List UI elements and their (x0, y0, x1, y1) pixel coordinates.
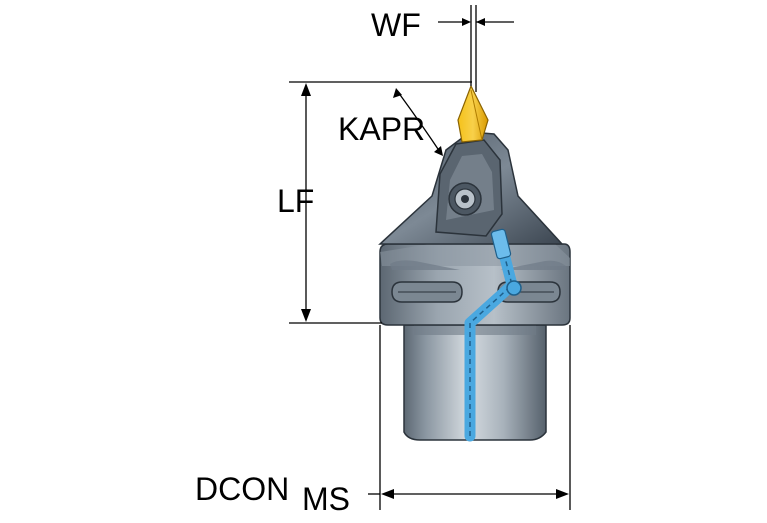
coolant-channel-icon (464, 228, 522, 442)
label-wf: WF (371, 7, 421, 43)
dimension-wf (438, 5, 514, 92)
dimension-lf (289, 81, 472, 324)
tool-head (378, 131, 564, 245)
dimension-kapr (393, 88, 443, 156)
label-lf: LF (277, 183, 314, 219)
dimension-dcon (368, 325, 571, 510)
holder-body (379, 243, 571, 326)
label-kapr: KAPR (338, 111, 425, 147)
cutting-insert-icon (457, 84, 489, 143)
clamp-screw-icon (448, 182, 482, 216)
label-dcon: DCON (195, 471, 289, 507)
label-dcon-subscript: MS (302, 481, 350, 517)
